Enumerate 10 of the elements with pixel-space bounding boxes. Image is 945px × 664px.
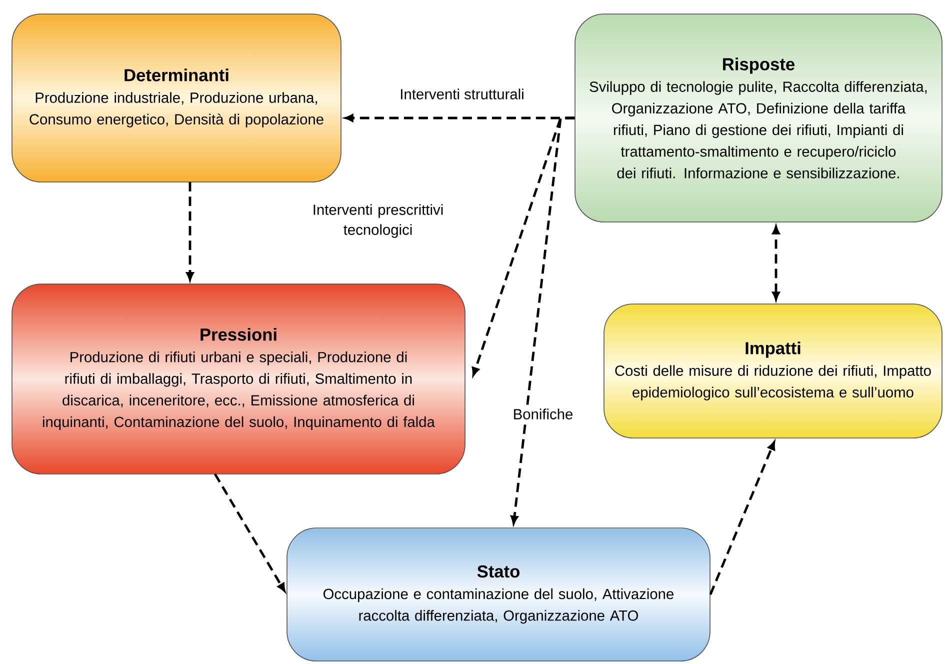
arrow [709,442,776,595]
process-box: Stato Occupazione e contaminazione del suolo, Attivazione raccolta differenziata, Organizzazione ATO [286,528,710,662]
process-box: Pressioni Produzione di rifiuti urbani e speciali, Produzione di rifiuti di imballaggi, Trasporto di rifiuti, Smaltimento in discarica, inceneritore, ecc., Emissione atmosferica di inquinanti, Contaminazione del suolo, Inquinamento di falda [12,284,466,474]
arrow [214,473,286,592]
edge-label: Interventi prescrittivi tecnologici [305,202,451,240]
process-box: Risposte Sviluppo di tecnologie pulite, Raccolta differenziata, Organizzazione ATO, Definizione della tariffa rifiuti, Piano di gestione dei rifiuti, Impianti di trattamento-smaltimento e recupero/riciclo dei rifiuti. Informazione e sensibilizzazione. [574,14,942,222]
process-box: Impatti Costi delle misure di riduzione dei rifiuti, Impatto epidemiologico sull’ecosistema e sull’uomo [604,304,942,438]
edge-label: Interventi strutturali [396,86,528,102]
process-box: Determinanti Produzione industriale, Produzione urbana, Consumo energetico, Densità di popolazione [12,14,342,182]
arrow [772,226,780,300]
